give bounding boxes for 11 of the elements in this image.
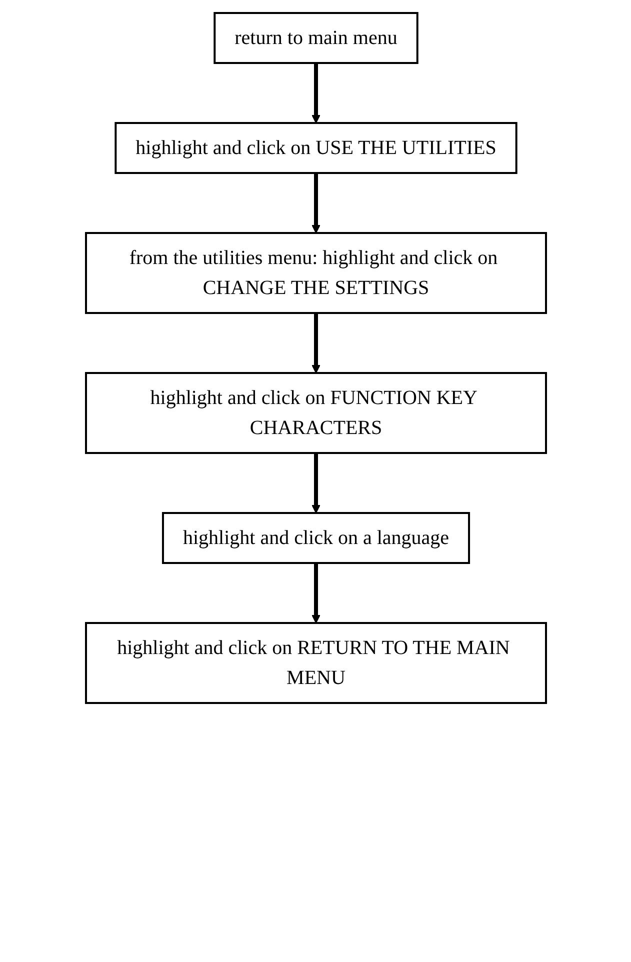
arrow <box>311 63 320 124</box>
node-box: highlight and click on a language <box>161 512 470 564</box>
node-box: highlight and click on USE THE UTILITIES <box>114 122 517 174</box>
arrow <box>311 173 320 234</box>
arrow <box>311 313 320 374</box>
arrow <box>311 563 320 624</box>
node-box: return to main menu <box>213 12 418 64</box>
arrow <box>311 453 320 514</box>
node-box: from the utilities menu: highlight and click on CHANGE THE SETTINGS <box>84 232 546 314</box>
node-box: highlight and click on RETURN TO THE MAIN MENU <box>84 622 546 704</box>
node-box: highlight and click on FUNCTION KEY CHARACTERS <box>84 372 546 454</box>
